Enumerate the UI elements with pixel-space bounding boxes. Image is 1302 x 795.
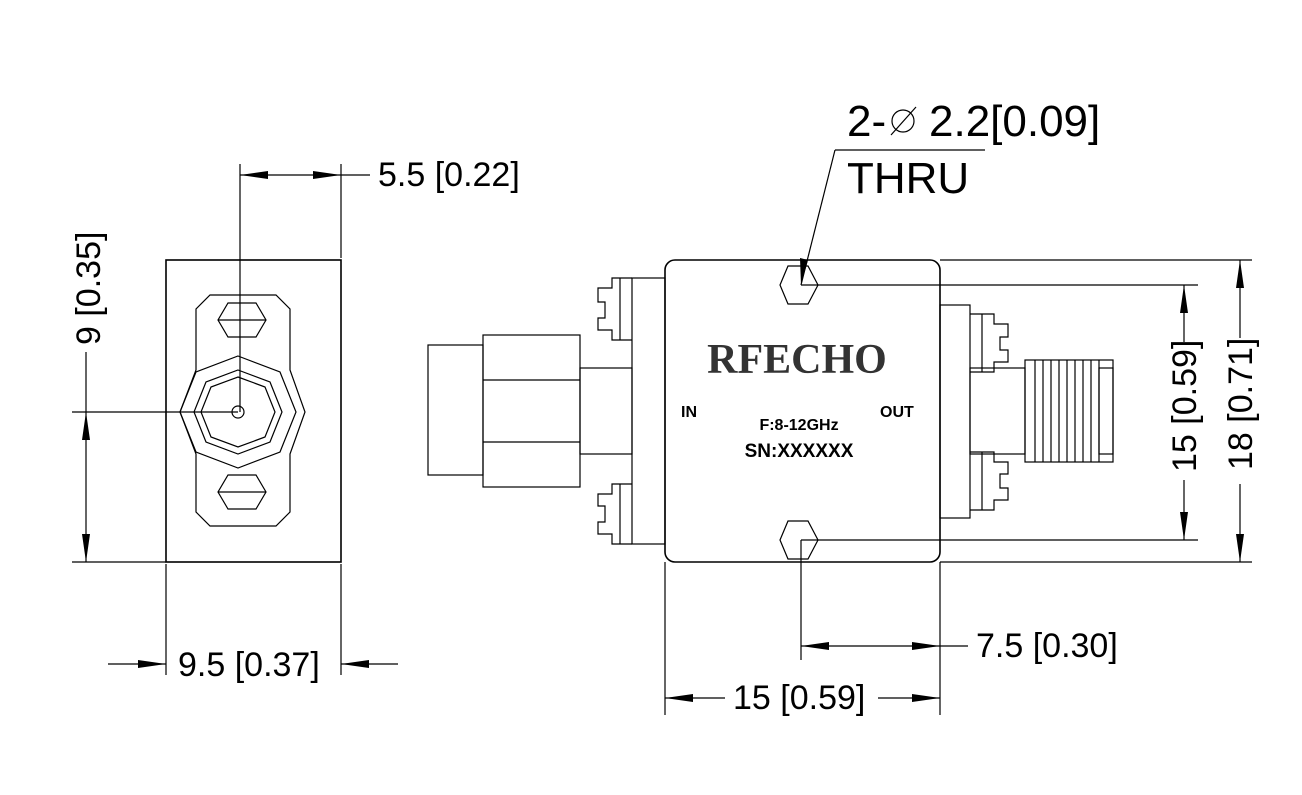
dim-body-length: 15 [0.59] bbox=[733, 679, 865, 717]
serial-label: SN:XXXXXX bbox=[745, 441, 854, 462]
end-view-body bbox=[165, 259, 342, 563]
diameter-symbol bbox=[890, 106, 917, 136]
frequency-label: F:8-12GHz bbox=[759, 417, 838, 434]
input-flange bbox=[631, 277, 666, 545]
output-flange bbox=[939, 304, 971, 519]
end-view-flange bbox=[179, 294, 306, 527]
end-view-connector-inner bbox=[193, 369, 283, 455]
brand-logo: RFECHO bbox=[707, 337, 887, 383]
mount-hole-bottom bbox=[779, 520, 819, 560]
side-view-dimensions: 2- 2.2[0.09] THRU 15 [0.59] 18 [0.71] 7.… bbox=[664, 97, 1260, 717]
input-connector-barrel bbox=[579, 367, 633, 455]
hole-spec-thru: THRU bbox=[847, 154, 969, 203]
port-in-label: IN bbox=[681, 404, 697, 421]
side-view: RFECHO IN OUT F:8-12GHz SN:XXXXXX bbox=[427, 259, 1114, 563]
end-view-dimensions: 5.5 [0.22] 9 [0.35] 9.5 [0.37] bbox=[70, 156, 520, 684]
end-view bbox=[165, 259, 342, 563]
hole-spec-prefix: 2- bbox=[847, 97, 886, 146]
port-out-label: OUT bbox=[880, 404, 914, 421]
dim-end-width: 9.5 [0.37] bbox=[178, 646, 320, 684]
dim-end-half-height: 9 [0.35] bbox=[70, 232, 108, 345]
dim-body-height: 18 [0.71] bbox=[1222, 338, 1260, 470]
output-connector-thread bbox=[1024, 359, 1114, 463]
input-connector-nut bbox=[427, 344, 484, 476]
end-view-connector-hex bbox=[179, 355, 297, 469]
mount-hole-top bbox=[779, 265, 819, 305]
dim-hole-spacing: 15 [0.59] bbox=[1166, 340, 1204, 472]
input-connector-hex bbox=[482, 334, 581, 488]
hole-spec-diameter: 2.2[0.09] bbox=[929, 97, 1100, 146]
dim-hole-offset: 7.5 [0.30] bbox=[976, 627, 1118, 665]
dim-end-offset: 5.5 [0.22] bbox=[378, 156, 520, 194]
